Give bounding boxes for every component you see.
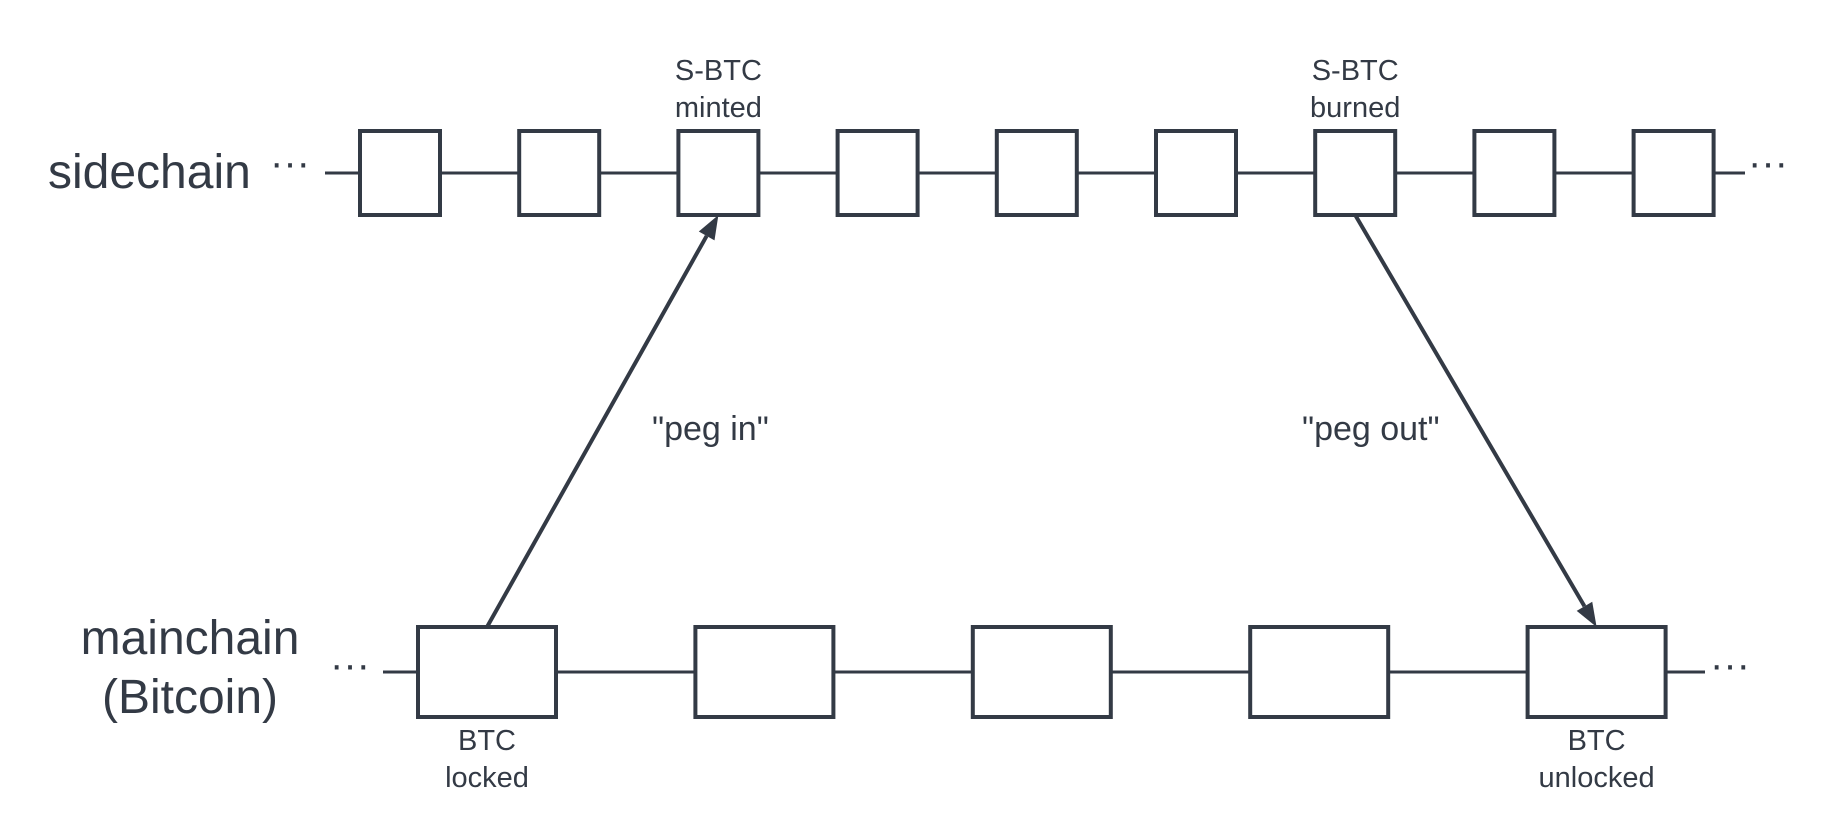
mainchain-block (416, 625, 558, 719)
sidechain-caption-0-line-1: minted (675, 92, 762, 124)
sidechain-label: sidechain (48, 146, 251, 199)
sidechain-block (1313, 129, 1398, 217)
peg-in-arrow (485, 234, 709, 628)
mainchain-caption-1-line-0: BTC (1568, 725, 1626, 757)
sidechain-block (1154, 129, 1238, 217)
peg-in-label: "peg in" (652, 410, 769, 448)
mainchain-block (970, 625, 1113, 719)
sidechain-trailing-ellipsis: ··· (1748, 141, 1788, 185)
sidechain-block (1631, 129, 1716, 217)
mainchain-caption-0-line-0: BTC (458, 725, 516, 757)
mainchain-label-line-2: (Bitcoin) (102, 671, 278, 724)
mainchain-block (1525, 625, 1668, 719)
mainchain-block (693, 625, 836, 719)
mainchain-caption-1-line-1: unlocked (1539, 762, 1655, 794)
sidechain-block (676, 129, 761, 217)
sidechain-block (994, 129, 1079, 217)
mainchain-trailing-ellipsis: ··· (1710, 643, 1750, 687)
mainchain-caption-0-line-1: locked (445, 762, 529, 794)
mainchain-row (383, 625, 1705, 719)
peg-out-arrow (1353, 213, 1587, 608)
sidechain-block (517, 129, 602, 217)
peg-out-label: "peg out" (1302, 410, 1440, 448)
sidechain-block (835, 129, 920, 217)
sidechain-row (325, 129, 1745, 217)
sidechain-block (1472, 129, 1557, 217)
mainchain-block (1248, 625, 1391, 719)
peg-in-arrowhead (698, 215, 719, 241)
sidechain-block (358, 129, 442, 217)
arrows-layer: "peg in" "peg out" (485, 213, 1597, 628)
sidechain-caption-0-line-0: S-BTC (675, 55, 762, 87)
mainchain-leading-ellipsis: ··· (330, 643, 370, 687)
mainchain-label-line-1: mainchain (81, 612, 300, 665)
sidechain-captions: S-BTC minted S-BTC burned (675, 55, 1400, 124)
sidechain-caption-1-line-0: S-BTC (1312, 55, 1399, 87)
sidechain-caption-1-line-1: burned (1310, 92, 1400, 124)
mainchain-captions: BTC locked BTC unlocked (445, 725, 1655, 794)
sidechain-leading-ellipsis: ··· (270, 141, 310, 185)
peg-out-arrowhead (1576, 601, 1597, 627)
